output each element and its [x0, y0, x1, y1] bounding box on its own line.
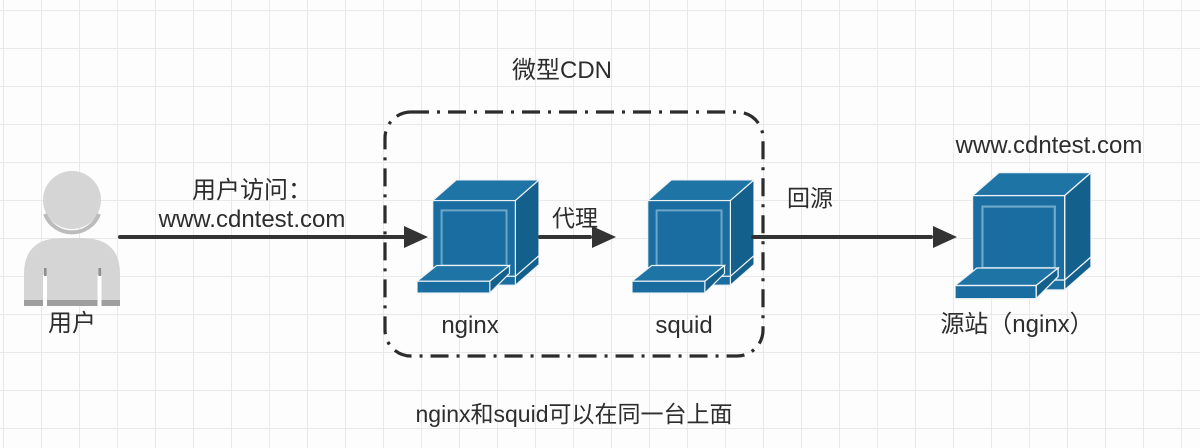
keyboard-front-face	[955, 284, 1037, 300]
user-icon	[24, 171, 120, 306]
keyboard-front-face	[632, 280, 706, 294]
user-torso-hem	[24, 300, 120, 306]
dashed-border	[383, 110, 765, 358]
back-to-origin-edge-label: 回源	[787, 185, 833, 211]
nginx-server-icon	[417, 179, 539, 295]
cdn-box-title: 微型CDN	[512, 57, 612, 84]
footnote-text: nginx和squid可以在同一台上面	[415, 401, 733, 427]
user-arm-slit-left	[43, 275, 47, 306]
monitor-screen	[655, 209, 723, 267]
arrow-user-to-cdn-line	[118, 235, 406, 239]
proxy-edge-label: 代理	[552, 205, 598, 231]
arrow-cdn-to-origin-head	[933, 226, 957, 248]
arrow-nginx-to-squid-line	[538, 235, 592, 239]
squid-server-icon	[632, 179, 754, 295]
user-access-domain: www.cdntest.com	[158, 206, 346, 233]
arrow-user-to-cdn-label: 用户访问： www.cdntest.com	[159, 176, 346, 234]
user-slit-tick-right	[98, 268, 102, 276]
cdn-boundary-box	[383, 110, 765, 358]
user-torso	[24, 238, 120, 306]
user-label: 用户	[48, 310, 96, 337]
user-access-text: 用户访问：	[191, 177, 312, 204]
user-head-shadow	[43, 213, 101, 235]
origin-label: 源站（nginx）	[940, 311, 1094, 338]
monitor-screen	[981, 205, 1056, 270]
arrow-nginx-to-squid-head	[592, 226, 616, 248]
monitor-screen	[440, 209, 508, 267]
user-slit-tick-left	[44, 268, 47, 276]
user-arm-slit-right	[97, 275, 102, 306]
origin-server-icon	[955, 171, 1091, 301]
arrow-cdn-to-origin-line	[751, 235, 933, 239]
arrow-user-to-cdn-head	[404, 226, 428, 248]
origin-domain-label: www.cdntest.com	[955, 132, 1143, 159]
user-head	[43, 171, 101, 229]
keyboard-front-face	[417, 280, 491, 294]
nginx-label: nginx	[441, 312, 499, 339]
squid-label: squid	[655, 312, 713, 339]
